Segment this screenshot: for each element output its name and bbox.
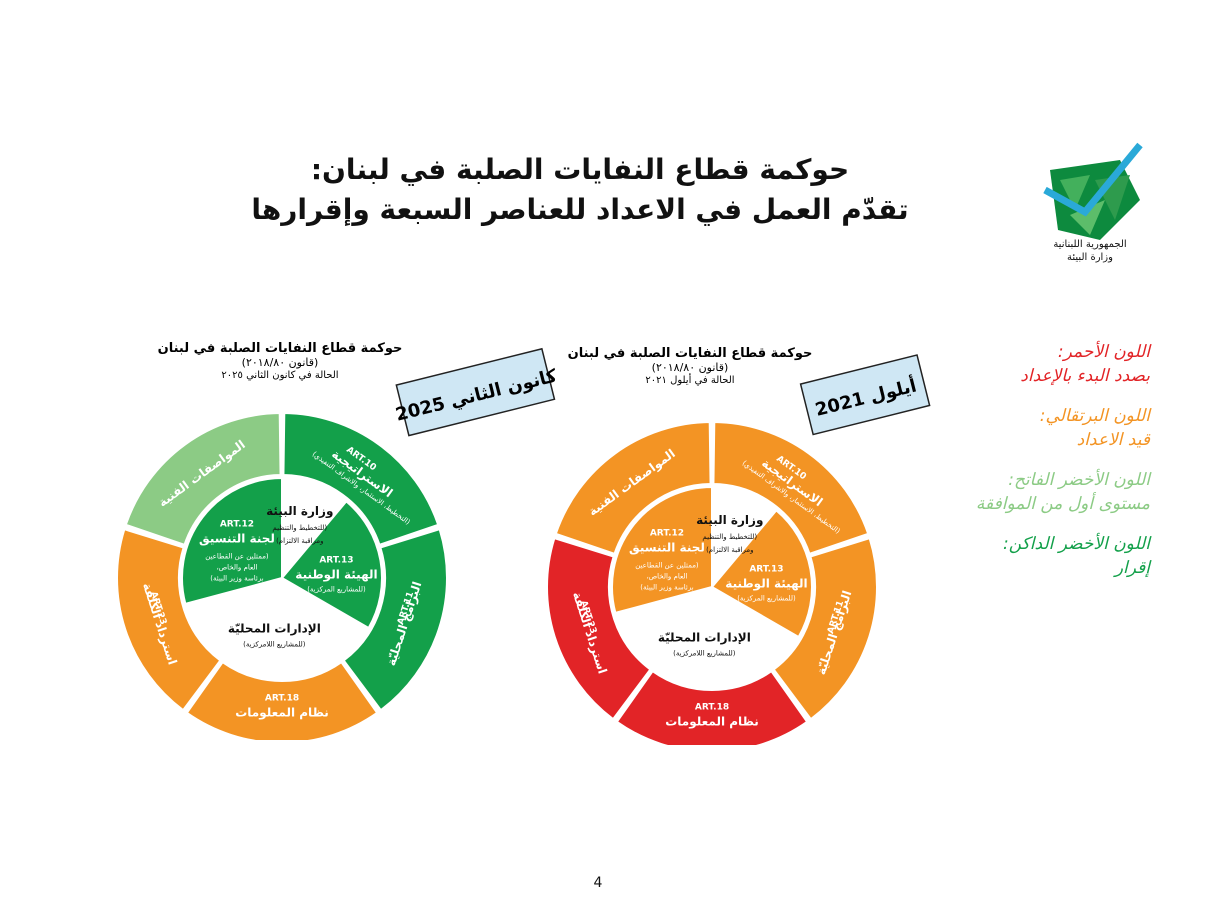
legend-item-dark-green: اللون الأخضر الداكن: إقرار <box>930 532 1150 580</box>
segment-national-body <box>710 508 813 639</box>
legend-desc: بصدد البدء بالإعداد <box>1020 366 1150 386</box>
diagram-header: حوكمة قطاع النفايات الصلبة في لبنان (قان… <box>568 346 813 386</box>
segment-local-admin <box>617 587 797 685</box>
page-title: حوكمة قطاع النفايات الصلبة في لبنان: تقد… <box>230 150 930 230</box>
segment-local-admin <box>187 578 367 676</box>
diagram-status-date: الحالة في أيلول ٢٠٢١ <box>645 373 734 386</box>
legend-desc: إقرار <box>1114 558 1150 578</box>
local-admin-note: (للمشاريع اللامركزية) <box>243 640 306 648</box>
ministry-label: وزارة البيئة <box>696 513 763 528</box>
segment-note: (للمشاريع المركزية) <box>737 594 796 602</box>
legend-head: اللون الأخضر الفاتح: <box>1008 470 1150 490</box>
legend-head: اللون البرتقالي: <box>1039 406 1150 426</box>
segment-coordination <box>181 476 283 606</box>
title-line-2: تقدّم العمل في الاعداد للعناصر السبعة وإ… <box>251 193 909 226</box>
segment-note: (ممثلين عن القطاعين <box>635 561 699 569</box>
segment-label: نظام المعلومات <box>235 706 329 721</box>
segment-label: نظام المعلومات <box>665 715 759 730</box>
local-admin-label: الإدارات المحليّة <box>658 630 751 644</box>
segment-note: العام والخاص، <box>216 563 257 571</box>
segment-strategy <box>282 412 440 547</box>
diagram-heading: حوكمة قطاع النفايات الصلبة في لبنان <box>158 341 403 356</box>
segment-coordination <box>611 485 713 615</box>
ministry-note: (للتخطيط والتنظيم <box>272 524 327 532</box>
diagram-law: (قانون ٢٠١٨/٨٠) <box>242 356 319 369</box>
diagram-sep-2021: حوكمة قطاع النفايات الصلبة في لبنان (قان… <box>546 346 931 745</box>
segment-label: الهيئة الوطنية <box>295 567 377 582</box>
segment-label: لجنة التنسيق <box>629 540 705 554</box>
segment-cost-recovery <box>546 536 652 721</box>
art-number: ART.13 <box>749 564 783 574</box>
legend-item-light-green: اللون الأخضر الفاتح: مستوى أول من المواف… <box>930 468 1150 516</box>
legend-item-red: اللون الأحمر: بصدد البدء بالإعداد <box>930 340 1150 388</box>
status-legend: اللون الأحمر: بصدد البدء بالإعداد اللون … <box>930 340 1150 596</box>
legend-head: اللون الأخضر الداكن: <box>1003 534 1150 554</box>
segment-tech-specs <box>124 412 282 547</box>
diagram-jan-2025: حوكمة قطاع النفايات الصلبة في لبنان (قان… <box>116 341 559 740</box>
segment-ministry <box>282 480 345 578</box>
segment-note: برئاسة وزير البيئة) <box>640 583 693 591</box>
segment-note: العام والخاص، <box>646 572 687 580</box>
art-number: ART.12 <box>650 528 684 538</box>
diagram-law: (قانون ٢٠١٨/٨٠) <box>652 361 729 374</box>
segment-note: برئاسة وزير البيئة) <box>210 574 263 582</box>
segment-national-body <box>280 499 383 630</box>
segment-local-programs <box>342 527 448 712</box>
segment-local-programs <box>772 536 878 721</box>
legend-item-orange: اللون البرتقالي: قيد الاعداد <box>930 404 1150 452</box>
segment-label: لجنة التنسيق <box>199 531 275 545</box>
legend-desc: قيد الاعداد <box>1076 430 1150 450</box>
segment-label: الهيئة الوطنية <box>725 576 807 591</box>
title-line-1: حوكمة قطاع النفايات الصلبة في لبنان: <box>310 153 850 186</box>
art-number: ART.12 <box>220 519 254 529</box>
diagram-header: حوكمة قطاع النفايات الصلبة في لبنان (قان… <box>158 341 403 381</box>
diagram-status-date: الحالة في كانون الثاني ٢٠٢٥ <box>221 370 338 381</box>
ministry-label: وزارة البيئة <box>266 504 333 519</box>
art-number: ART.18 <box>695 703 729 713</box>
local-admin-label: الإدارات المحليّة <box>228 621 321 635</box>
logo-caption: الجمهورية اللبنانية وزارة البيئة <box>1040 238 1140 264</box>
page-number: 4 <box>593 875 603 891</box>
ministry-note: ومراقبة الالتزام) <box>276 537 323 545</box>
segment-info-system <box>185 660 379 740</box>
diagram-heading: حوكمة قطاع النفايات الصلبة في لبنان <box>568 346 813 361</box>
segment-cost-recovery <box>116 527 222 712</box>
segment-ministry <box>712 489 775 587</box>
art-number: ART.13 <box>319 555 353 565</box>
logo-line-2: وزارة البيئة <box>1067 252 1113 263</box>
logo-line-1: الجمهورية اللبنانية <box>1053 239 1127 250</box>
ministry-logo-icon <box>1043 142 1143 240</box>
art-number: ART.18 <box>265 694 299 704</box>
segment-tech-specs <box>554 421 712 556</box>
ministry-note: ومراقبة الالتزام) <box>706 546 753 554</box>
segment-note: (للمشاريع المركزية) <box>307 585 366 593</box>
ministry-note: (للتخطيط والتنظيم <box>702 533 757 541</box>
segment-strategy <box>712 421 870 556</box>
local-admin-note: (للمشاريع اللامركزية) <box>673 649 736 657</box>
date-box: أيلول 2021 <box>799 354 931 436</box>
segment-info-system <box>615 669 809 745</box>
segment-note: (ممثلين عن القطاعين <box>205 552 269 560</box>
legend-desc: مستوى أول من الموافقة <box>975 494 1150 514</box>
legend-head: اللون الأحمر: <box>1057 342 1150 362</box>
